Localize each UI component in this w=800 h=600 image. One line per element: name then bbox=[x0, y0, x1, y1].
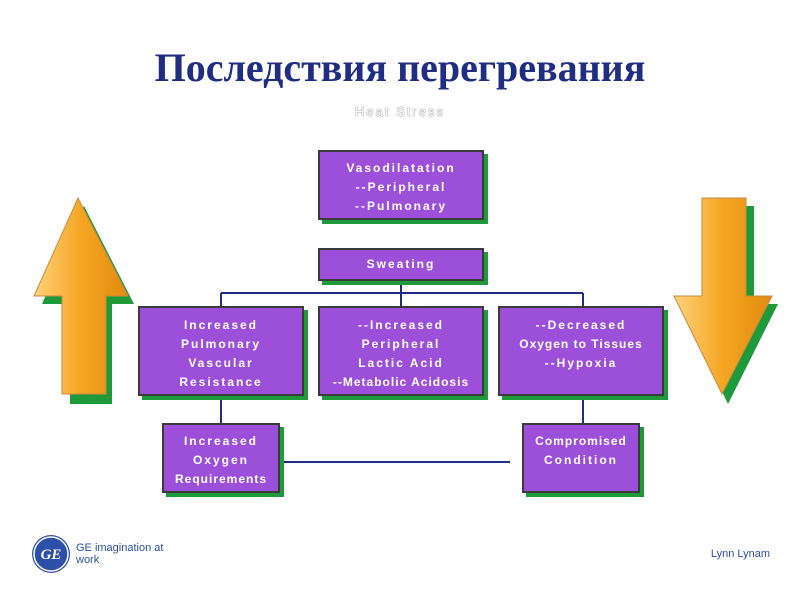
node-hypoxia-line-1: --Decreased bbox=[535, 318, 627, 332]
node-oxygen-line-2: Oxygen bbox=[192, 453, 249, 467]
author-name: Lynn Lynam bbox=[710, 548, 770, 560]
node-compromised-line-1: Compromised bbox=[535, 434, 627, 448]
ge-logo-mark-icon: GE bbox=[32, 534, 70, 573]
slide-subtitle: Heat Stress bbox=[355, 104, 445, 119]
node-lactic-line-1: --Increased bbox=[357, 318, 445, 332]
slide-title: Последствия перегревания bbox=[154, 45, 646, 90]
node-pulmonary-line-1: Increased bbox=[183, 318, 259, 332]
up-arrow-icon bbox=[33, 196, 134, 404]
node-lactic-line-4: --Metabolic Acidosis bbox=[332, 375, 470, 389]
node-lactic-line-3: Lactic Acid bbox=[358, 356, 444, 370]
node-compromised-line-2: Condition bbox=[544, 453, 618, 467]
node-hypoxia-line-3: --Hypoxia bbox=[544, 356, 618, 370]
node-lactic-line-2: Peripheral bbox=[361, 337, 441, 351]
node-pulmonary-line-4: Resistance bbox=[179, 375, 263, 389]
node-pulmonary-resistance: Increased Pulmonary Vascular Resistance bbox=[138, 306, 304, 396]
node-oxygen-line-3: Requirements bbox=[174, 472, 268, 486]
ge-logo-text: GE imagination at work bbox=[76, 541, 164, 566]
node-lactic-acid: --Increased Peripheral Lactic Acid --Met… bbox=[318, 306, 484, 396]
node-sweating-line-1: Sweating bbox=[366, 257, 436, 271]
node-pulmonary-line-2: Pulmonary bbox=[180, 337, 261, 351]
node-vasodilatation-line-3: --Pulmonary bbox=[354, 199, 447, 213]
down-arrow-icon bbox=[673, 197, 778, 404]
node-oxygen-line-1: Increased bbox=[183, 434, 259, 448]
node-pulmonary-line-3: Vascular bbox=[188, 356, 254, 370]
node-vasodilatation-line-2: --Peripheral bbox=[355, 180, 447, 194]
node-hypoxia-line-2: Oxygen to Tissues bbox=[519, 337, 643, 351]
node-vasodilatation: Vasodilatation --Peripheral --Pulmonary bbox=[318, 150, 484, 220]
node-oxygen-requirements: Increased Oxygen Requirements bbox=[162, 423, 280, 493]
node-sweating: Sweating bbox=[318, 248, 484, 281]
node-vasodilatation-line-1: Vasodilatation bbox=[346, 161, 456, 175]
node-compromised-condition: Compromised Condition bbox=[522, 423, 640, 493]
ge-logo-mark-text: GE bbox=[41, 547, 62, 563]
ge-logo: GE GE imagination at work bbox=[28, 531, 182, 576]
node-hypoxia: --Decreased Oxygen to Tissues --Hypoxia bbox=[498, 306, 664, 396]
